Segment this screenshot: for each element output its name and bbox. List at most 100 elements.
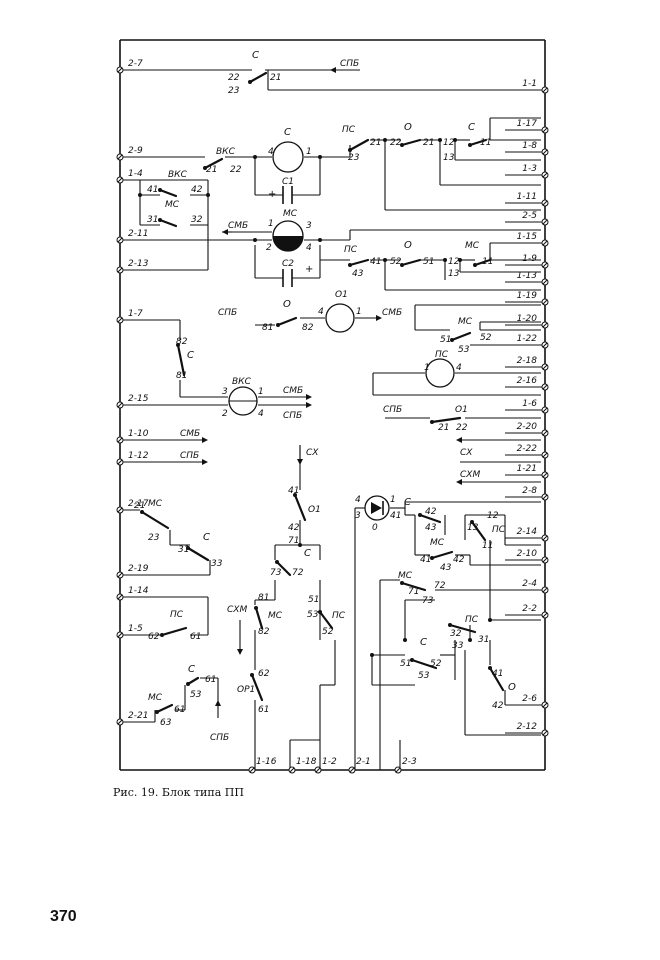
svg-text:21: 21 [423, 138, 434, 148]
label-or1: ОР1 [237, 685, 255, 695]
svg-text:12: 12 [443, 138, 455, 148]
svg-text:42: 42 [191, 185, 203, 195]
svg-text:51: 51 [308, 595, 319, 605]
label-spb: СПБ [383, 405, 402, 415]
label-o: О [508, 682, 516, 693]
coil-o1 [325, 303, 355, 333]
svg-text:3: 3 [306, 221, 312, 231]
svg-text:52: 52 [322, 627, 334, 637]
svg-text:43: 43 [440, 563, 452, 573]
svg-text:1: 1 [268, 219, 274, 229]
svg-text:42: 42 [288, 523, 300, 533]
label-o1: О1 [455, 405, 468, 415]
label-ms: МС [165, 200, 180, 210]
label-plus: + [305, 264, 313, 275]
terminal-label: 2-20 [517, 422, 538, 432]
svg-text:51: 51 [400, 659, 411, 669]
label-ps: ПС [332, 611, 346, 621]
svg-text:1: 1 [306, 147, 312, 157]
svg-text:41: 41 [370, 257, 381, 267]
label-c: С [304, 548, 311, 559]
terminals: 2-72-91-42-112-131-72-151-101-122-172-19… [116, 59, 549, 774]
svg-text:82: 82 [176, 337, 188, 347]
svg-text:42: 42 [425, 507, 437, 517]
svg-text:52: 52 [430, 659, 442, 669]
label-ms: МС [268, 611, 283, 621]
svg-text:1: 1 [356, 307, 362, 317]
terminal-label: 1-3 [522, 164, 537, 174]
terminal-label: 2-6 [522, 694, 537, 704]
label-smb: СМБ [382, 308, 402, 318]
svg-text:4: 4 [258, 409, 264, 419]
svg-text:31: 31 [178, 545, 189, 555]
terminal-label: 2-8 [522, 486, 537, 496]
label-ms: МС [430, 538, 445, 548]
terminal-label: 2-16 [517, 376, 538, 386]
svg-text:43: 43 [425, 523, 437, 533]
svg-text:21: 21 [270, 73, 281, 83]
terminal-label: 1-17 [517, 119, 538, 129]
svg-text:53: 53 [418, 671, 430, 681]
label-spb: СПБ [340, 59, 359, 69]
svg-text:3: 3 [355, 511, 361, 521]
svg-text:21: 21 [370, 138, 381, 148]
svg-text:81: 81 [258, 593, 269, 603]
terminal-label: 2-7 [128, 59, 143, 69]
wiring [123, 69, 541, 770]
label-o: О [283, 299, 291, 310]
label-c: С [252, 50, 259, 61]
svg-text:32: 32 [191, 215, 203, 225]
terminal-label: 1-1 [522, 79, 537, 89]
label-o1: О1 [335, 290, 348, 300]
label-vks: ВКС [232, 377, 252, 387]
svg-text:61: 61 [258, 705, 269, 715]
svg-text:23: 23 [228, 86, 240, 96]
contacts [140, 71, 505, 714]
svg-text:53: 53 [190, 690, 202, 700]
block-frame [119, 39, 546, 771]
svg-text:52: 52 [390, 257, 402, 267]
svg-text:63: 63 [160, 718, 172, 728]
label-c: С [187, 350, 194, 361]
terminal-label: 1-15 [517, 232, 538, 242]
svg-text:21: 21 [438, 423, 449, 433]
label-vks: ВКС [168, 170, 188, 180]
svg-text:41: 41 [288, 486, 299, 496]
svg-text:41: 41 [147, 185, 158, 195]
svg-text:21: 21 [134, 501, 145, 511]
svg-text:22: 22 [390, 138, 402, 148]
label-c1: С1 [282, 177, 294, 187]
terminal-label: 1-2 [322, 757, 337, 767]
terminal-label: 1-14 [128, 586, 149, 596]
label-sx: СХ [460, 448, 473, 458]
svg-text:4: 4 [306, 243, 312, 253]
terminal-label: 1-21 [517, 464, 537, 474]
component-labels: С СПБ ВКС С С1 + ПС О С ВКС МС СМБ МС С2… [148, 50, 516, 743]
svg-text:81: 81 [262, 323, 273, 333]
svg-text:82: 82 [258, 627, 270, 637]
components [228, 141, 455, 521]
terminal-label: 1-6 [522, 399, 537, 409]
label-smb: СМБ [228, 221, 248, 231]
svg-text:61: 61 [174, 705, 185, 715]
svg-text:51: 51 [440, 335, 451, 345]
terminal-label: 1-16 [256, 757, 277, 767]
label-ms: МС [148, 499, 163, 509]
coil-ms-fill [273, 236, 303, 251]
terminal-label: 2-12 [517, 722, 538, 732]
svg-text:53: 53 [307, 610, 319, 620]
svg-text:61: 61 [205, 675, 216, 685]
svg-text:1: 1 [390, 495, 396, 505]
page-number: 370 [50, 908, 77, 925]
label-c: С [420, 637, 427, 648]
svg-text:62: 62 [258, 669, 270, 679]
label-ms: МС [458, 317, 473, 327]
terminal-label: 2-18 [517, 356, 538, 366]
svg-text:71: 71 [288, 536, 299, 546]
terminal-label: 1-4 [128, 169, 143, 179]
label-spb: СПБ [283, 411, 302, 421]
contact-pivots [138, 80, 492, 714]
terminal-label: 2-21 [128, 711, 148, 721]
label-ps: ПС [342, 125, 356, 135]
label-c2: С2 [282, 259, 294, 269]
